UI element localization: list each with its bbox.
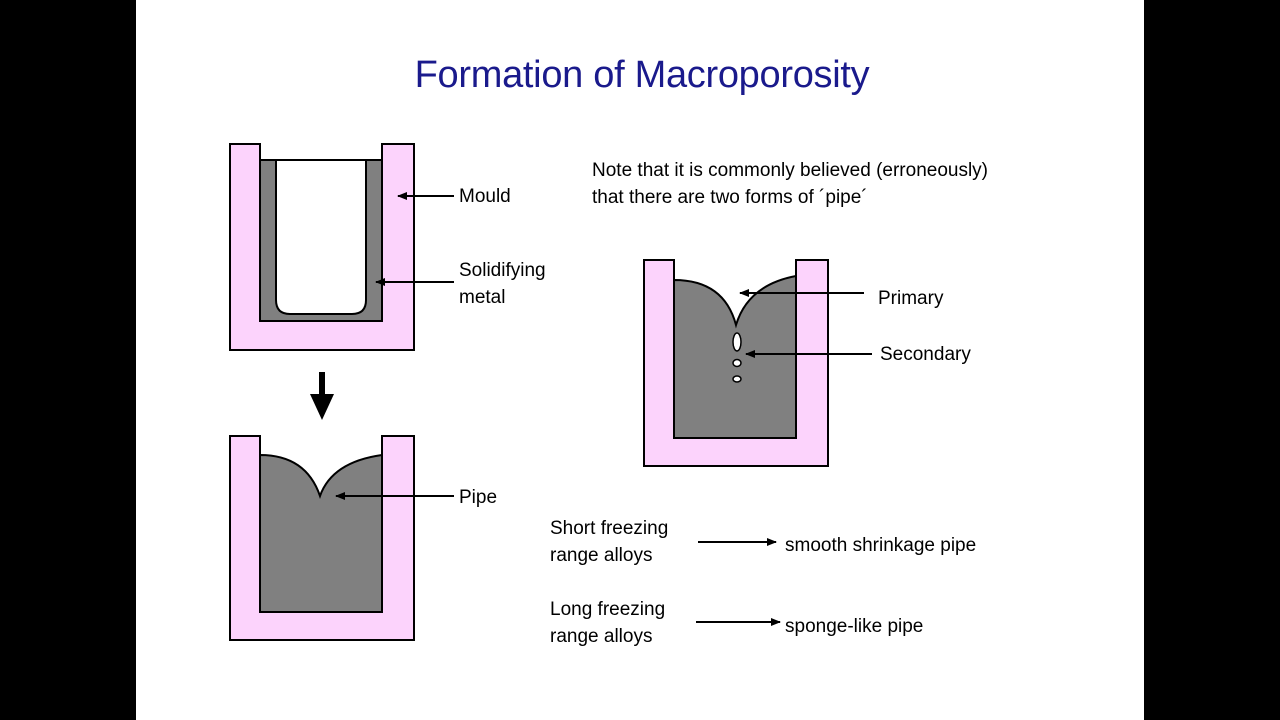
pipe-label: Pipe	[459, 487, 498, 508]
short-freezing-label-line1: Short freezing	[550, 518, 669, 539]
mould-solidifying	[229, 143, 415, 351]
secondary-pore	[732, 332, 742, 352]
long-freezing-label-line1: Long freezing	[550, 599, 666, 620]
sponge-like-pipe-label: sponge-like pipe	[785, 616, 924, 637]
solidifying-label-line2: metal	[459, 287, 506, 308]
secondary-label: Secondary	[880, 344, 971, 365]
mould-label: Mould	[459, 186, 511, 207]
mould-primary-secondary	[643, 259, 829, 467]
slide: Formation of Macroporosity	[136, 0, 1144, 720]
smooth-shrinkage-pipe-label: smooth shrinkage pipe	[785, 535, 977, 556]
secondary-pore	[732, 375, 742, 383]
mould-pipe	[229, 435, 415, 641]
solid-metal	[673, 274, 797, 439]
primary-label: Primary	[878, 288, 944, 309]
down-arrow	[310, 372, 334, 420]
label-pointers	[335, 192, 872, 626]
slide-title: Formation of Macroporosity	[414, 54, 870, 96]
note-line2: that there are two forms of ´pipe´	[592, 187, 868, 208]
diagram-canvas	[229, 143, 872, 641]
secondary-pore	[732, 358, 742, 368]
solidifying-label-line1: Solidifying	[459, 260, 546, 281]
short-freezing-label-line2: range alloys	[550, 545, 653, 566]
note-line1: Note that it is commonly believed (erron…	[592, 160, 989, 181]
liquid-metal-core	[275, 159, 367, 315]
long-freezing-label-line2: range alloys	[550, 626, 653, 647]
solid-metal	[259, 453, 383, 613]
